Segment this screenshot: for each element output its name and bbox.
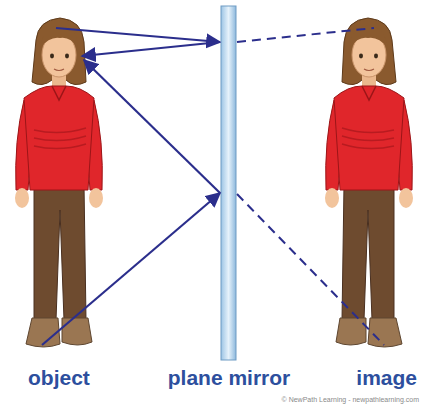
mirror-label: plane mirror (168, 366, 291, 390)
object-label: object (28, 366, 90, 390)
plane-mirror (221, 6, 236, 360)
object-figure (15, 18, 103, 347)
light-rays (42, 28, 220, 345)
watermark: © NewPath Learning - newpathlearning.com (282, 396, 419, 403)
image-figure (325, 18, 413, 347)
virtual-rays (237, 28, 384, 345)
image-label: image (356, 366, 417, 390)
